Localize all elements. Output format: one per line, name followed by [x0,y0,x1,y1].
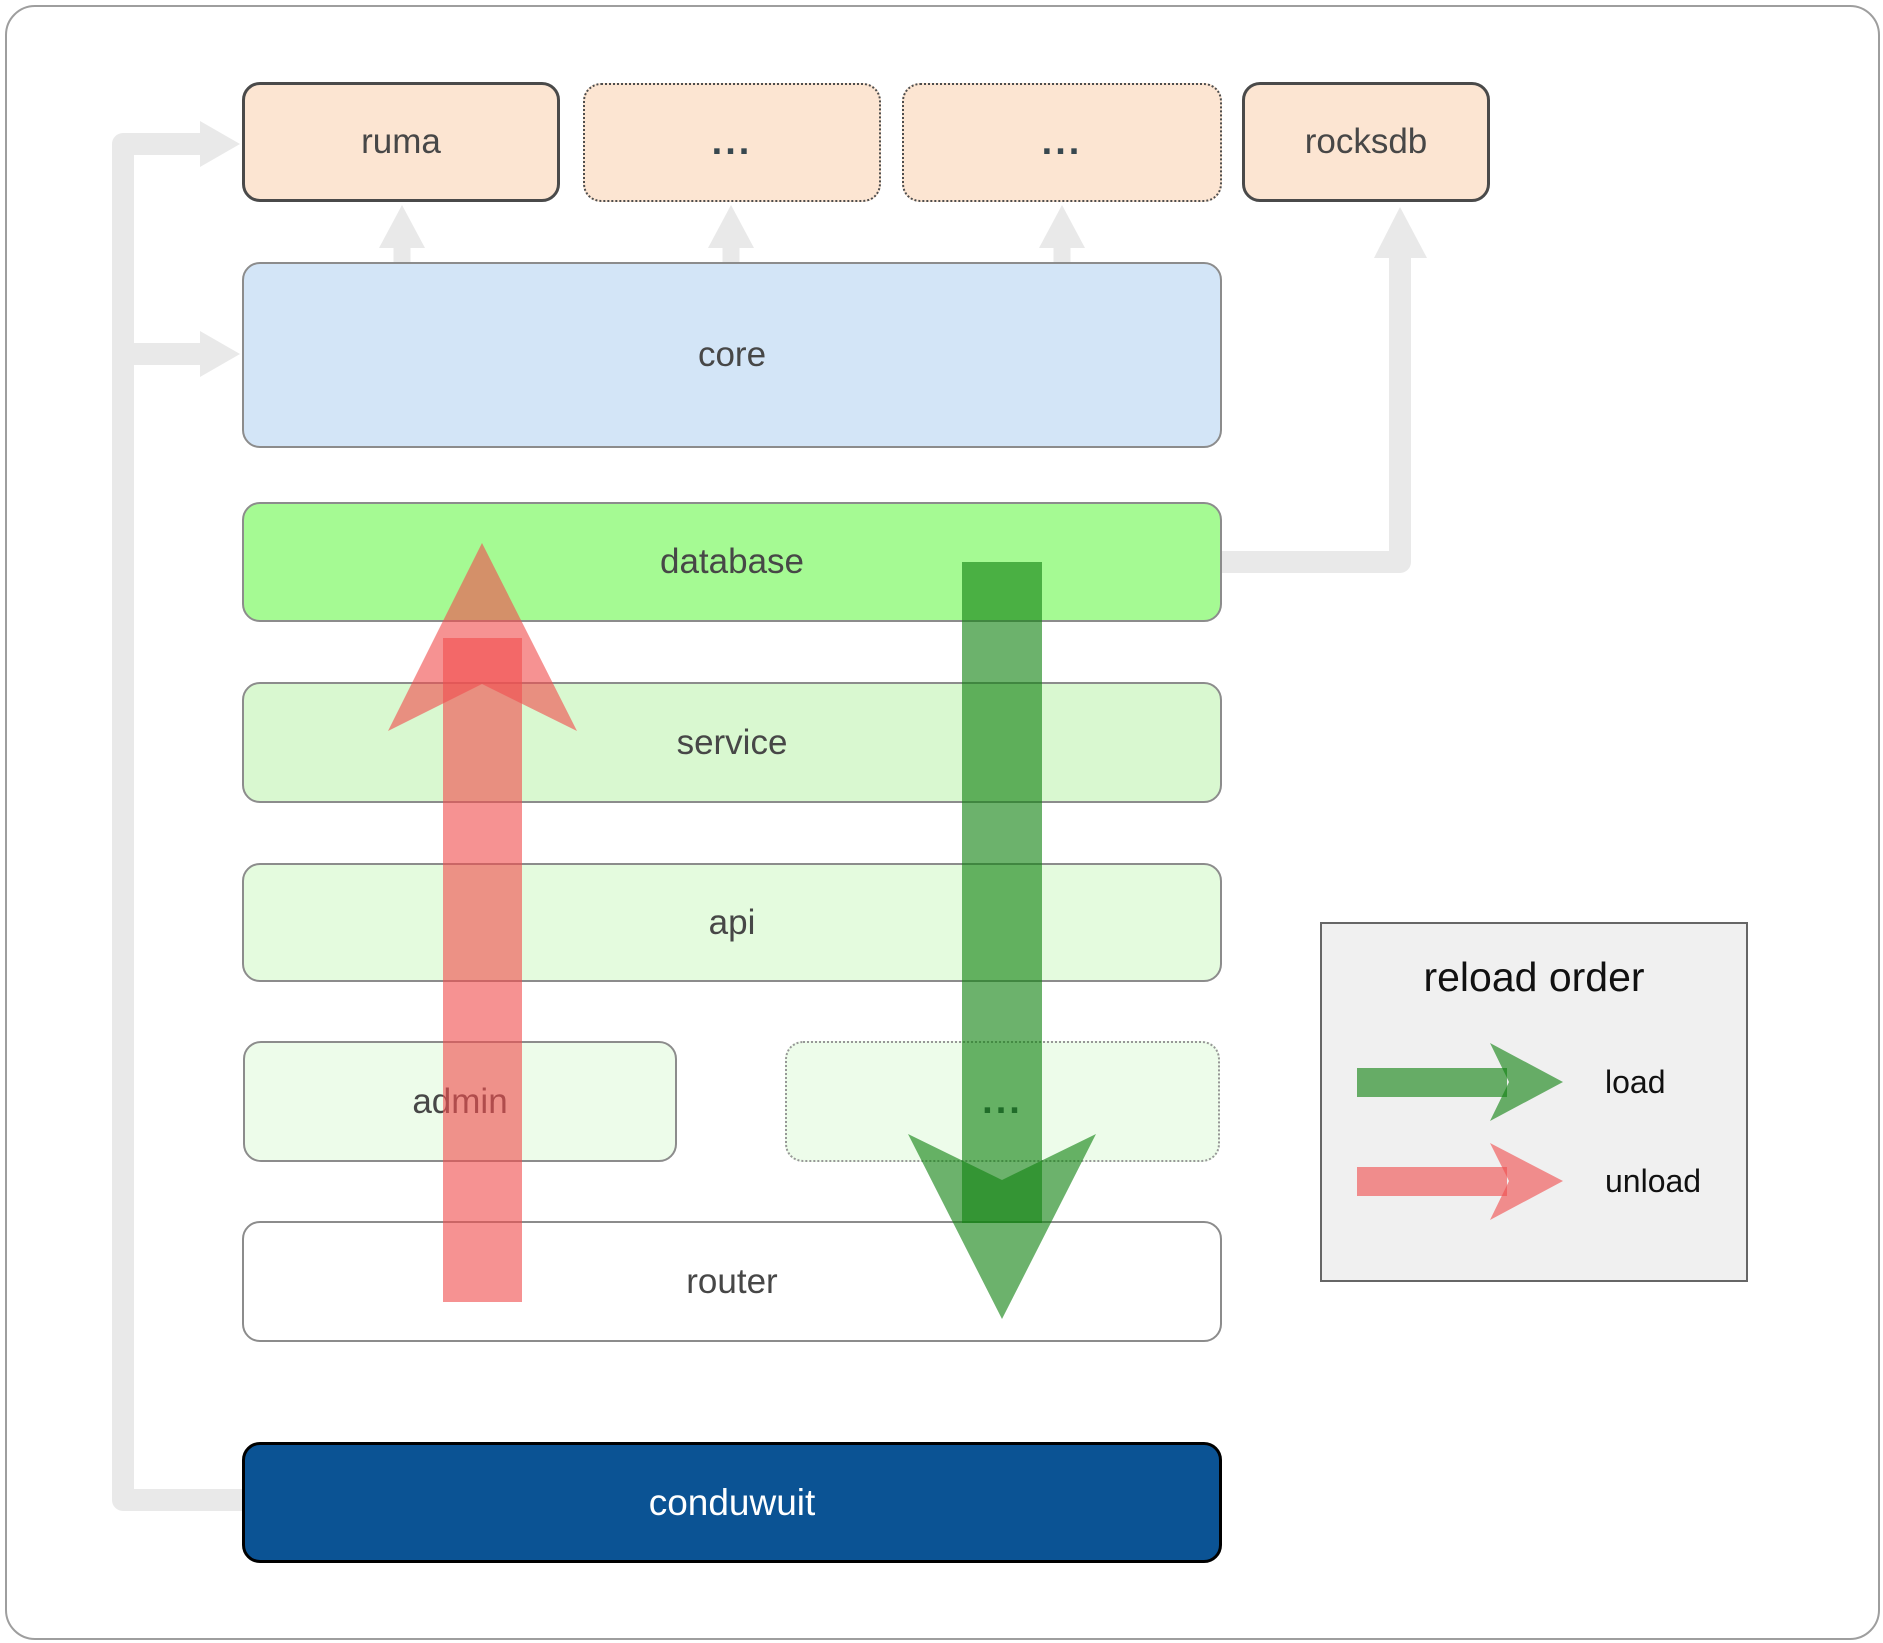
node-service-label: service [676,722,788,762]
node-admin: admin [243,1041,677,1162]
node-database: database [242,502,1222,622]
node-ruma: ruma [242,82,560,202]
legend-title: reload order [1423,954,1645,1000]
node-service: service [242,682,1222,803]
node-core: core [242,262,1222,448]
node-ellipsis-top-1-label: ... [711,121,753,163]
node-rocksdb: rocksdb [1242,82,1490,202]
node-core-label: core [697,335,767,374]
node-ellipsis-top-2-label: ... [1041,121,1083,163]
node-ellipsis-top-1: ... [583,83,881,202]
node-ruma-label: ruma [361,122,441,161]
node-ellipsis-mid: ... [785,1041,1220,1162]
node-ellipsis-top-2: ... [902,83,1222,202]
node-router: router [242,1221,1222,1342]
node-api: api [242,863,1222,982]
node-rocksdb-label: rocksdb [1304,122,1428,161]
node-conduwuit-label: conduwuit [648,1481,816,1523]
canvas-border [5,5,1880,1640]
node-router-label: router [686,1261,778,1301]
node-ellipsis-mid-label: ... [982,1080,1023,1122]
node-conduwuit: conduwuit [242,1442,1222,1563]
node-database-label: database [659,542,805,581]
legend-load-label: load [1605,1064,1666,1100]
legend-unload-label: unload [1605,1163,1702,1199]
node-api-label: api [708,902,756,942]
node-admin-label: admin [412,1081,508,1121]
